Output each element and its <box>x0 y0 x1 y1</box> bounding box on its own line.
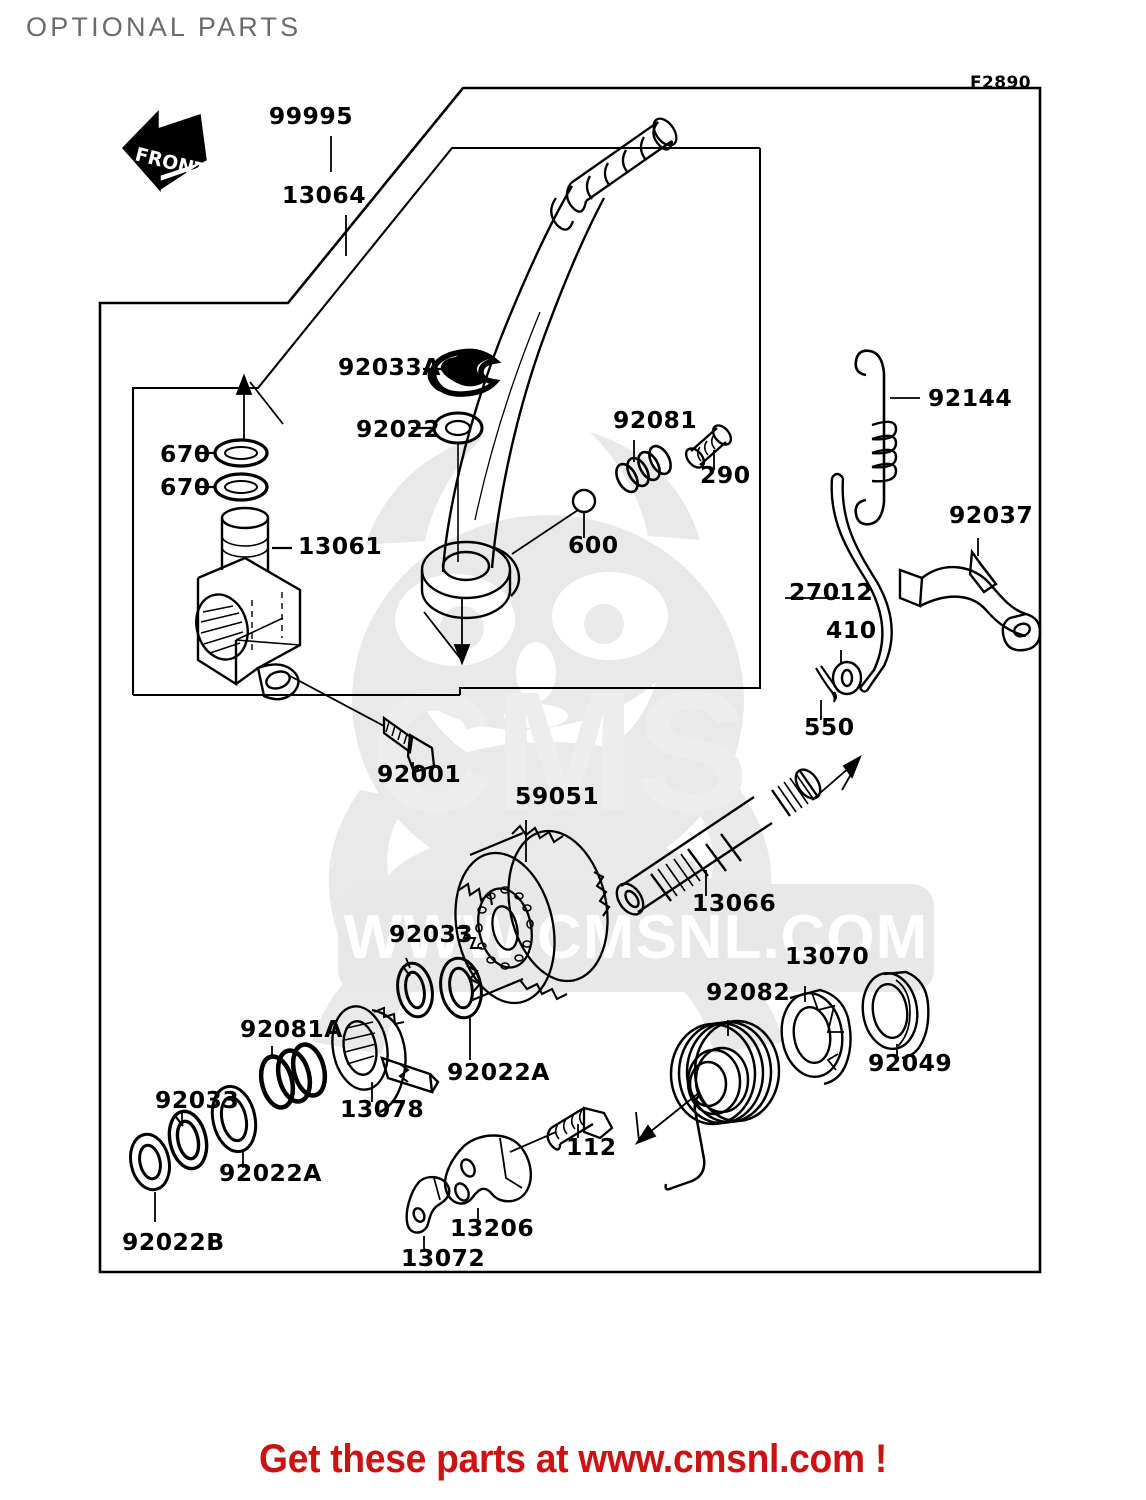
callout-92022B: 92022B <box>122 1228 225 1256</box>
part-pin-290 <box>684 424 733 469</box>
callout-92033-left: 92033 <box>155 1086 239 1114</box>
callout-550: 550 <box>804 713 855 741</box>
part-kick-lever <box>420 185 606 620</box>
callout-13078: 13078 <box>340 1095 424 1123</box>
callout-labels: 99995 13064 92033A 92022 670 670 13061 9… <box>122 102 1033 1272</box>
part-e-clip-92033A <box>427 348 502 397</box>
callout-59051: 59051 <box>515 782 599 810</box>
callout-92001: 92001 <box>377 760 461 788</box>
part-oring-670-lower <box>213 472 269 502</box>
part-oring-670-upper <box>213 438 269 468</box>
part-pawl-13206 <box>443 1134 532 1205</box>
part-holder-13061 <box>195 506 302 701</box>
part-guide-13072 <box>405 1175 451 1234</box>
part-gear-59051 <box>454 824 611 1005</box>
part-washer-410 <box>831 660 863 696</box>
part-cotter-pin-550 <box>815 665 840 703</box>
callout-92081: 92081 <box>613 406 697 434</box>
callout-92022: 92022 <box>356 415 440 443</box>
part-bolt-92001 <box>382 715 436 774</box>
callout-13070: 13070 <box>785 942 869 970</box>
callout-99995: 99995 <box>269 102 353 130</box>
callout-13064: 13064 <box>282 181 366 209</box>
part-rod-27012 <box>830 472 893 693</box>
part-ratchet-13078 <box>331 1005 440 1114</box>
part-guide-13070 <box>780 988 852 1086</box>
callout-92144: 92144 <box>928 384 1012 412</box>
watermark-band <box>338 884 934 992</box>
callout-13072: 13072 <box>401 1244 485 1272</box>
part-clamp-92037 <box>898 548 1042 652</box>
callout-27012: 27012 <box>789 578 873 606</box>
callout-92022A-left: 92022A <box>219 1159 322 1187</box>
part-spring-92081A <box>258 1042 328 1110</box>
part-oil-seal-92049 <box>861 970 930 1060</box>
leader-holder-to-bolt <box>289 675 385 727</box>
part-washer-92022A-left <box>210 1084 258 1154</box>
inner-box-left-top <box>131 146 760 695</box>
assembly-arrow-shaft <box>811 754 862 801</box>
part-spring-92082 <box>664 1019 781 1191</box>
inner-box-right <box>458 148 762 695</box>
part-kick-pedal-tip <box>550 117 678 231</box>
callout-13061: 13061 <box>298 532 382 560</box>
watermark-cms-letters: CMS <box>371 657 749 847</box>
part-snap-ring-92033-center <box>396 961 434 1019</box>
footer-cta[interactable]: Get these parts at www.cmsnl.com ! <box>259 1437 887 1481</box>
callout-92049: 92049 <box>868 1049 952 1077</box>
callout-92022A-center: 92022A <box>447 1058 550 1086</box>
callout-92037: 92037 <box>949 501 1033 529</box>
callout-670-upper: 670 <box>160 440 211 468</box>
callout-13066: 13066 <box>692 889 776 917</box>
leader-112-to-pawl <box>509 1131 557 1153</box>
callout-13206: 13206 <box>450 1214 534 1242</box>
part-washer-92022A-center <box>439 956 483 1020</box>
page-title: OPTIONAL PARTS <box>26 12 302 42</box>
front-arrow-marker: FRONT <box>121 110 209 192</box>
part-shaft-13066 <box>615 768 822 916</box>
callout-92082: 92082 <box>706 978 790 1006</box>
callout-112: 112 <box>566 1133 617 1161</box>
part-spring-92144 <box>854 349 898 526</box>
outer-border <box>98 86 1042 1274</box>
callout-290: 290 <box>700 461 751 489</box>
callout-92081A: 92081A <box>240 1015 343 1043</box>
assembly-arrow-spring <box>634 1091 701 1145</box>
callout-410: 410 <box>826 616 877 644</box>
leader-92033-center <box>405 957 411 969</box>
part-washer-92022 <box>432 411 484 445</box>
assembly-arrow-lever <box>423 598 471 666</box>
part-spring-92081 <box>615 444 672 494</box>
callout-92033-center: 92033 <box>389 920 473 948</box>
part-ball-600 <box>511 488 597 555</box>
callout-670-lower: 670 <box>160 473 211 501</box>
part-bolt-112 <box>546 1106 614 1151</box>
part-washer-92022B <box>129 1132 171 1192</box>
part-snap-ring-92033-left <box>167 1109 209 1171</box>
callout-600: 600 <box>568 531 619 559</box>
assembly-arrow-670 <box>235 373 284 440</box>
callout-92033A: 92033A <box>338 353 441 381</box>
